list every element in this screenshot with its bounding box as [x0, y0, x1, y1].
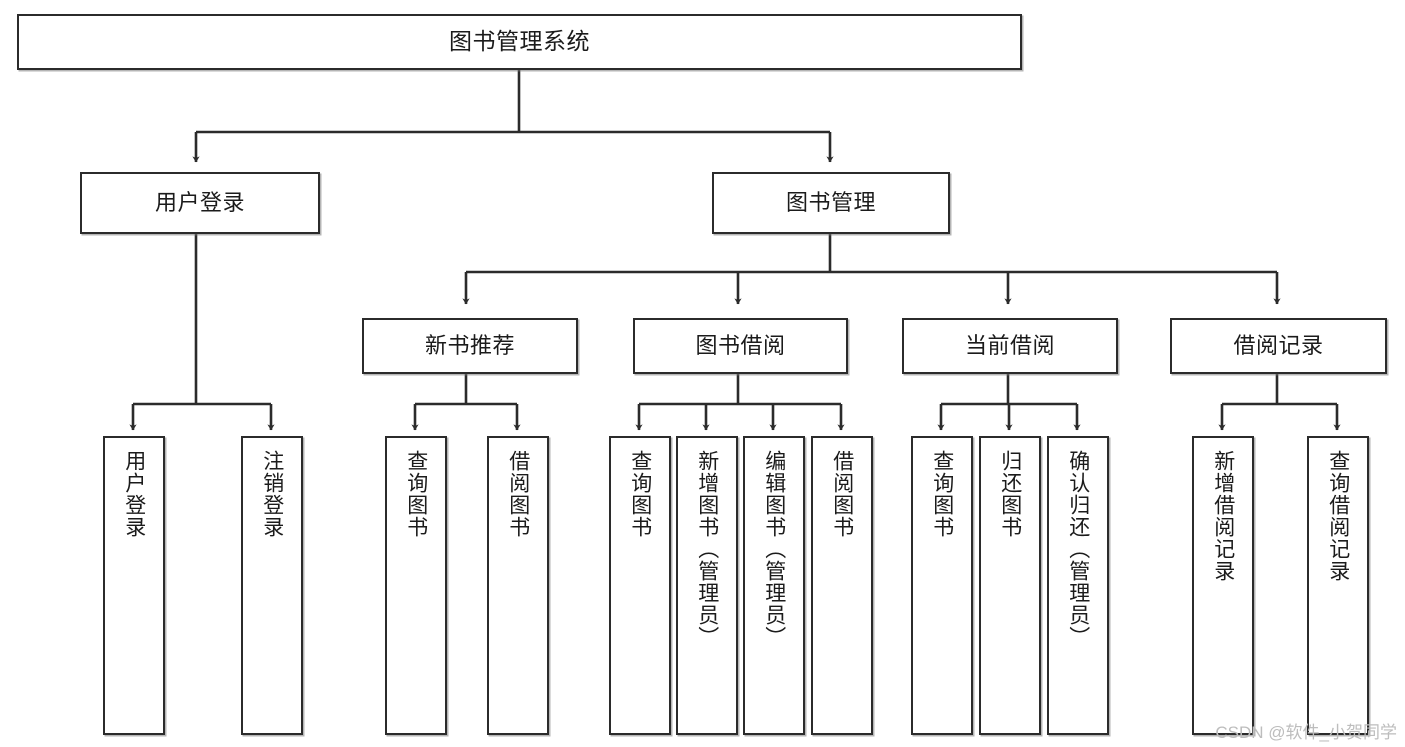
- node-label: 用户登录: [154, 189, 245, 215]
- leaf-confirm-return-admin[interactable]: 确认归还（管理员）: [1047, 436, 1109, 735]
- leaf-add-book-admin[interactable]: 新增图书（管理员）: [676, 436, 738, 735]
- node-label: 新增借阅记录: [1211, 450, 1235, 582]
- leaf-return-book[interactable]: 归还图书: [979, 436, 1041, 735]
- node-label: 归还图书: [998, 450, 1022, 538]
- node-label: 注销登录: [260, 450, 284, 538]
- leaf-user-login[interactable]: 用户登录: [103, 436, 165, 735]
- node-label: 查询图书: [930, 450, 954, 538]
- node-label: 查询借阅记录: [1326, 450, 1350, 582]
- node-root-system[interactable]: 图书管理系统: [17, 14, 1022, 70]
- node-book-management[interactable]: 图书管理: [712, 172, 950, 234]
- node-label: 借阅图书: [830, 450, 854, 538]
- leaf-add-borrow-record[interactable]: 新增借阅记录: [1192, 436, 1254, 735]
- node-current-borrow[interactable]: 当前借阅: [902, 318, 1118, 374]
- leaf-query-book-recommend[interactable]: 查询图书: [385, 436, 447, 735]
- node-label: 新增图书（管理员）: [695, 450, 719, 648]
- leaf-query-borrow-record[interactable]: 查询借阅记录: [1307, 436, 1369, 735]
- leaf-edit-book-admin[interactable]: 编辑图书（管理员）: [743, 436, 805, 735]
- node-label: 新书推荐: [424, 332, 515, 358]
- node-label: 借阅图书: [506, 450, 530, 538]
- node-label: 编辑图书（管理员）: [762, 450, 786, 648]
- node-label: 查询图书: [404, 450, 428, 538]
- node-label: 确认归还（管理员）: [1066, 450, 1090, 648]
- node-new-book-recommend[interactable]: 新书推荐: [362, 318, 578, 374]
- node-label: 当前借阅: [964, 332, 1055, 358]
- node-label: 查询图书: [628, 450, 652, 538]
- node-user-login[interactable]: 用户登录: [80, 172, 320, 234]
- node-label: 图书管理: [785, 189, 876, 215]
- leaf-borrow-book-recommend[interactable]: 借阅图书: [487, 436, 549, 735]
- node-label: 图书管理系统: [449, 28, 590, 55]
- leaf-borrow-book[interactable]: 借阅图书: [811, 436, 873, 735]
- leaf-logout-login[interactable]: 注销登录: [241, 436, 303, 735]
- node-label: 图书借阅: [695, 332, 786, 358]
- node-book-borrow[interactable]: 图书借阅: [633, 318, 848, 374]
- watermark: CSDN @软件_小贺同学: [1215, 723, 1397, 742]
- leaf-query-book-current[interactable]: 查询图书: [911, 436, 973, 735]
- node-borrow-record[interactable]: 借阅记录: [1170, 318, 1387, 374]
- node-label: 用户登录: [122, 450, 146, 538]
- leaf-query-book-borrow[interactable]: 查询图书: [609, 436, 671, 735]
- node-label: 借阅记录: [1233, 332, 1324, 358]
